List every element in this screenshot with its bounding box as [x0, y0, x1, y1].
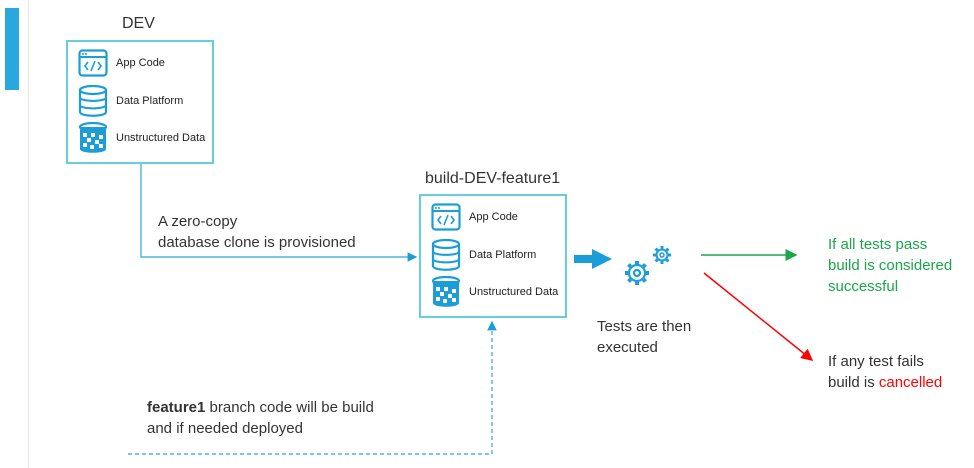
gears-icon: [625, 246, 671, 285]
branch-note-rest: branch code will be build: [205, 399, 374, 416]
build-item-label: Unstructured Data: [469, 286, 559, 298]
dev-title: DEV: [122, 15, 155, 32]
dev-item-unstructured-data: Unstructured Data: [78, 122, 205, 154]
dev-item-label: App Code: [116, 57, 165, 69]
branch-note: feature1 branch code will be build and i…: [147, 397, 374, 439]
dev-item-label: Unstructured Data: [116, 132, 206, 144]
dev-item-app-code: App Code: [78, 49, 165, 77]
build-box: App Code Data Platform Unstructured Data: [419, 194, 567, 318]
fail-note: If any test fails build is cancelled: [828, 351, 942, 393]
branch-connector: [128, 320, 497, 455]
fail-note-line: If any test fails: [828, 353, 924, 370]
dev-item-data-platform: Data Platform: [78, 85, 183, 117]
fail-note-line: build is cancelled: [828, 372, 942, 393]
tests-note-line: Tests are then: [597, 318, 692, 335]
thick-arrow: [574, 249, 612, 269]
unstructured-data-icon: [78, 122, 108, 153]
build-item-label: App Code: [469, 211, 518, 223]
build-title: build-DEV-feature1: [425, 170, 561, 187]
dev-item-label: Data Platform: [116, 95, 184, 107]
build-item-app-code: App Code: [431, 203, 518, 231]
page-divider: [28, 0, 29, 468]
build-item-unstructured-data: Unstructured Data: [431, 276, 558, 308]
accent-bar: [5, 8, 19, 90]
branch-name: feature1: [147, 399, 206, 416]
tests-note: Tests are then executed: [597, 316, 691, 358]
code-window-icon: [431, 203, 461, 231]
dev-box: App Code Data Platform Unstructured Data: [66, 40, 214, 164]
database-icon: [431, 239, 461, 271]
fail-note-prefix: build is: [828, 374, 879, 391]
unstructured-data-icon: [431, 276, 461, 307]
build-item-label: Data Platform: [469, 249, 537, 261]
clone-note-line: database clone is provisioned: [158, 234, 356, 251]
pass-note-line: build is considered: [828, 257, 953, 274]
clone-note: A zero-copy database clone is provisione…: [158, 211, 356, 253]
branch-note-line: and if needed deployed: [147, 420, 303, 437]
pass-note-line: If all tests pass: [828, 236, 928, 253]
clone-note-line: A zero-copy: [158, 213, 238, 230]
code-window-icon: [78, 49, 108, 77]
build-item-data-platform: Data Platform: [431, 239, 536, 271]
tests-note-line: executed: [597, 339, 658, 356]
cancelled-label: cancelled: [878, 374, 943, 391]
database-icon: [78, 85, 108, 117]
pass-note-line: successful: [828, 278, 899, 295]
failure-arrow: [703, 272, 814, 361]
pass-note: If all tests pass build is considered su…: [828, 234, 952, 297]
clone-connector: [140, 164, 418, 262]
branch-note-line: feature1 branch code will be build: [147, 397, 374, 418]
